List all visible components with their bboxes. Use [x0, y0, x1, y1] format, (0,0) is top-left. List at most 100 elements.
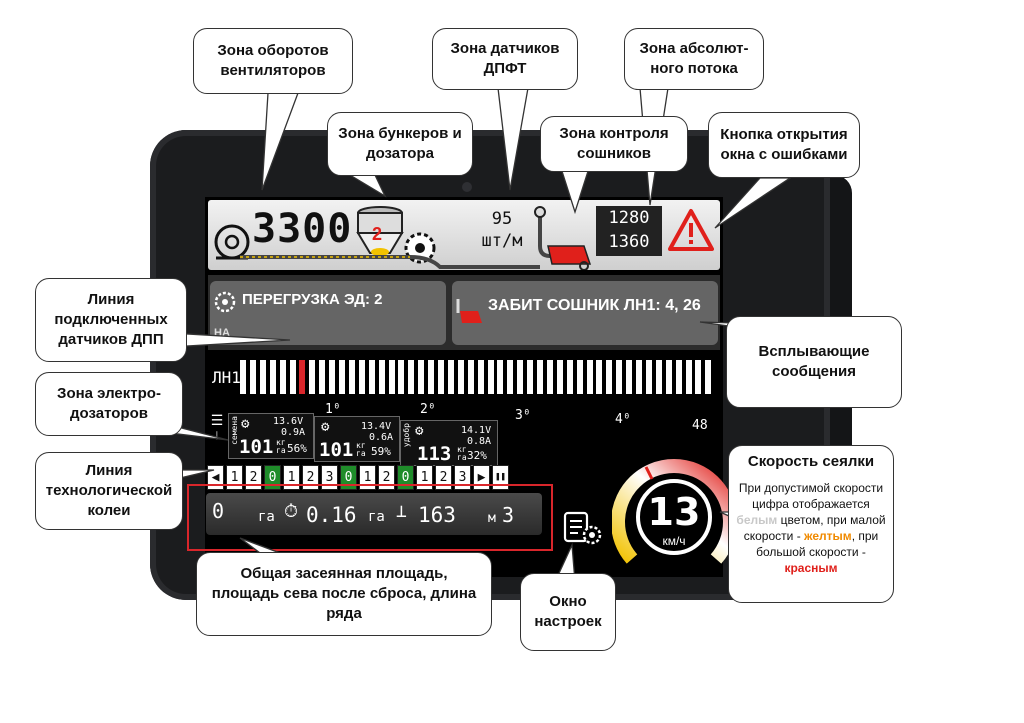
sensor-bar: [329, 360, 336, 394]
callout-popups: Всплывающие сообщения: [726, 316, 902, 408]
speed-info-text-2: цветом, при малой скорости -: [743, 513, 886, 543]
sensor-bar: [467, 360, 474, 394]
sensor-bar: [378, 360, 385, 394]
popup-left-text: ПЕРЕГРУЗКА ЭД: 2: [242, 291, 383, 308]
speed-unit: км/ч: [662, 534, 686, 548]
callout-openers: Зона контроля сошников: [540, 116, 688, 172]
callout-fans: Зона оборотов вентиляторов: [193, 28, 353, 94]
sensor-bar: [527, 360, 534, 394]
sensor-bar: [606, 360, 613, 394]
sensor-bar: [497, 360, 504, 394]
sensor-bar: [418, 360, 425, 394]
tramline-cell[interactable]: 0: [397, 465, 414, 490]
area-counter-bar[interactable]: 0 га ⏱ 0.16 га ⊥ 163 м 3: [206, 493, 542, 535]
pause-icon[interactable]: ❚❚: [492, 465, 509, 490]
settings-icon[interactable]: [562, 508, 604, 548]
row-extra: 3: [502, 503, 515, 527]
sensor-bar: [576, 360, 583, 394]
tramline-cell[interactable]: 1: [359, 465, 376, 490]
callout-hopper: Зона бункеров и дозатора: [327, 112, 473, 176]
seed-rate-value: 95: [491, 209, 513, 229]
sensor-bar: [705, 360, 712, 394]
tramline-cell[interactable]: 3: [454, 465, 471, 490]
tramline-cell[interactable]: 1: [416, 465, 433, 490]
sensor-bar: [259, 360, 266, 394]
area-highlight-frame: [187, 484, 553, 551]
popup-doser-overload[interactable]: ПЕРЕГРУЗКА ЭД: 2 НА: [210, 281, 446, 345]
speed-info-box: Скорость сеялки При допустимой скорости …: [728, 445, 894, 603]
sensor-bar: [477, 360, 484, 394]
dosing-gear-icon: [404, 232, 436, 264]
speed-value: 13: [647, 490, 701, 534]
arrow-right-icon[interactable]: ▶: [473, 465, 490, 490]
camera-icon: [462, 182, 472, 192]
area-total: 0: [212, 499, 225, 523]
callout-errors-button: Кнопка открытия окна с ошибками: [708, 112, 860, 178]
sensor-bar: [537, 360, 543, 394]
sensor-bar: [517, 360, 524, 394]
doser-2[interactable]: ⚙ 13.4V 0.6A 101 кг га 59%: [314, 416, 400, 462]
tick-label: 48: [692, 418, 708, 433]
sensor-bar: [586, 360, 593, 394]
sensor-bar: [596, 360, 603, 394]
sensor-bar: [339, 360, 345, 394]
callout-electro: Зона электро-дозаторов: [35, 372, 183, 436]
tramline-cell[interactable]: 2: [378, 465, 395, 490]
gear-icon: [214, 291, 236, 313]
tramline-cell[interactable]: 2: [435, 465, 452, 490]
callout-dpp-line: Линия подключенных датчиков ДПП: [35, 278, 187, 362]
area-unit: га: [258, 509, 275, 525]
doser-rate: 113: [417, 443, 452, 465]
gear-icon: ⚙: [241, 416, 250, 432]
doser-unit-bot: га: [356, 449, 366, 458]
doser-percent: 59%: [371, 445, 391, 458]
absolute-flow-zone[interactable]: 1280 1360: [596, 206, 662, 256]
sensor-bar: [626, 360, 633, 394]
speed-info-white: белым: [736, 513, 778, 527]
speed-info-yellow: желтым: [804, 529, 852, 543]
sensor-bars: [240, 360, 718, 396]
fan-rpm-value[interactable]: 3300: [252, 206, 353, 252]
tramline-cell[interactable]: 0: [340, 465, 357, 490]
doser-voltage: 13.6V: [273, 416, 304, 427]
callout-settings: Окно настроек: [520, 573, 616, 651]
sensor-bar: [556, 360, 563, 394]
tramline-cell[interactable]: 2: [245, 465, 262, 490]
opener-alert-icon: [456, 299, 482, 323]
opener-icon[interactable]: [528, 206, 594, 270]
popup-opener-clogged[interactable]: ЗАБИТ СОШНИК ЛН1: 4, 26: [452, 281, 718, 345]
doser-menu-icon[interactable]: ☰↓: [210, 412, 224, 442]
sensor-bar: [408, 360, 415, 394]
doser-seed[interactable]: семена ⚙ 13.6V 0.9A 101 кг га 56%: [228, 413, 314, 459]
sensor-bar: [685, 360, 692, 394]
speed-info-title: Скорость сеялки: [747, 453, 875, 470]
hopper-icon[interactable]: [350, 205, 410, 263]
tramline-cell[interactable]: 0: [264, 465, 281, 490]
sensor-bar: [616, 360, 623, 394]
flow-value-2: 1360: [608, 232, 650, 252]
sensor-bar: [546, 360, 553, 394]
doser-unit-top: кг: [356, 441, 366, 450]
doser-fertilizer[interactable]: удобр ⚙ 14.1V 0.8A 113 кг га 32%: [400, 420, 498, 466]
tick-label: 3⁰: [515, 408, 531, 423]
sensor-bar: [665, 360, 672, 394]
tramline-cell[interactable]: 1: [283, 465, 300, 490]
sensor-bar: [240, 360, 246, 394]
doser-percent: 56%: [287, 442, 307, 455]
tramline-cell[interactable]: 1: [226, 465, 243, 490]
gear-icon: ⚙: [415, 423, 424, 439]
tramline-cell[interactable]: 2: [302, 465, 319, 490]
doser-voltage: 13.4V: [361, 421, 392, 432]
callout-tramline: Линия технологической колеи: [35, 452, 183, 530]
warning-icon[interactable]: [668, 208, 714, 252]
sensor-bar: [447, 360, 454, 394]
seed-rate-display[interactable]: 95 шт/м: [472, 208, 532, 252]
distance-icon: ⊥: [396, 501, 407, 522]
sensor-bar: [645, 360, 652, 394]
seed-rate-unit: шт/м: [481, 231, 523, 251]
tramline-cell[interactable]: 3: [321, 465, 338, 490]
sensor-bar: [368, 360, 375, 394]
sensor-bar: [319, 360, 326, 394]
tick-label: 2⁰: [420, 402, 436, 417]
